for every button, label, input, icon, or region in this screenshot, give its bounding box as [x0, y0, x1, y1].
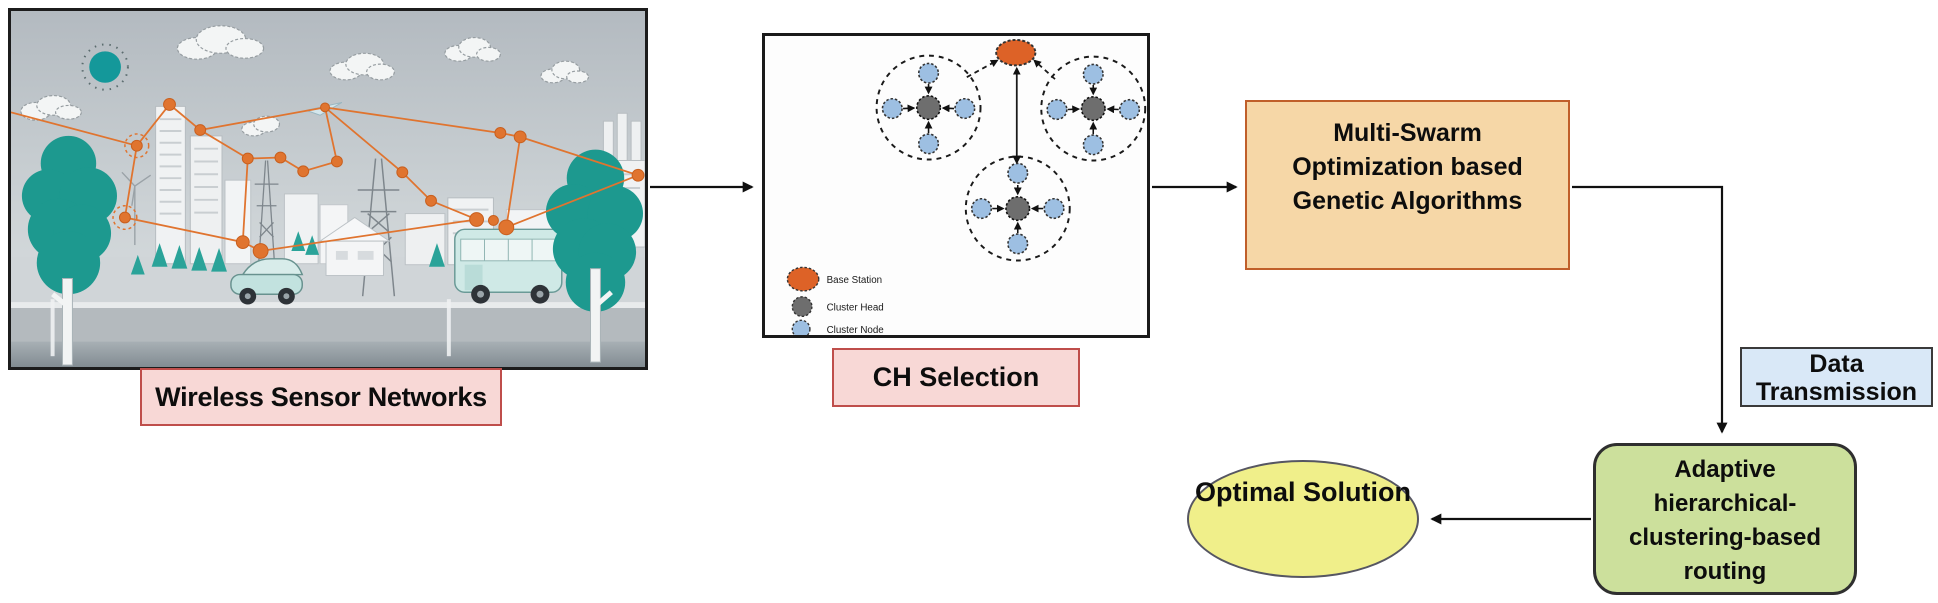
wsn-label: Wireless Sensor Networks — [140, 368, 502, 426]
car — [230, 258, 304, 305]
optimal-solution-ellipse — [1187, 460, 1419, 578]
cluster-top-right — [1046, 63, 1141, 156]
routing-line-4: routing — [1683, 558, 1767, 585]
routing-line-1: Adaptive — [1674, 456, 1776, 483]
cluster-legend: Base Station Cluster Head Cluster Node — [786, 266, 885, 335]
multi-swarm-box: Multi-Swarm Optimization based Genetic A… — [1245, 100, 1570, 270]
bus — [454, 228, 563, 304]
multi-swarm-line-1: Multi-Swarm — [1333, 119, 1482, 147]
data-transmission-box: Data Transmission — [1740, 347, 1933, 407]
legend-cluster-node-swatch — [791, 319, 811, 335]
cluster-top-left — [881, 62, 976, 155]
routing-line-2: hierarchical- — [1653, 490, 1797, 517]
legend-cluster-node-label: Cluster Node — [827, 325, 885, 335]
optimal-solution-label: Optimal Solution — [1195, 477, 1411, 507]
base-station-node — [995, 38, 1037, 67]
wsn-label-text: Wireless Sensor Networks — [155, 381, 487, 412]
ch-selection-diagram: Base Station Cluster Head Cluster Node — [762, 33, 1150, 338]
wsn-illustration-svg — [11, 11, 645, 367]
ch-selection-label: CH Selection — [832, 348, 1080, 407]
legend-cluster-head-label: Cluster Head — [827, 302, 884, 313]
ch-selection-label-text: CH Selection — [872, 362, 1040, 392]
adaptive-routing-box: Adaptive hierarchical- clustering-based … — [1593, 443, 1857, 595]
cluster-diagram-svg: Base Station Cluster Head Cluster Node — [786, 38, 1147, 335]
big-tree-left — [21, 135, 117, 366]
routing-line-3: clustering-based — [1628, 524, 1822, 551]
data-transmission-line-1: Data — [1809, 350, 1864, 378]
arrow-multiswarm-to-routing — [1572, 185, 1728, 434]
big-tree-right — [545, 149, 644, 363]
sun-icon — [81, 43, 129, 91]
wsn-illustration — [8, 8, 648, 370]
multi-swarm-line-2: Optimization based — [1292, 153, 1523, 181]
cluster-bottom — [970, 162, 1065, 255]
data-transmission-line-2: Transmission — [1755, 378, 1918, 406]
legend-base-station-swatch — [786, 266, 820, 292]
sensor-network — [11, 98, 645, 259]
clouds — [20, 25, 590, 137]
legend-base-station-label: Base Station — [827, 275, 883, 286]
multi-swarm-line-3: Genetic Algorithms — [1292, 187, 1523, 215]
legend-cluster-head-swatch — [791, 296, 813, 318]
